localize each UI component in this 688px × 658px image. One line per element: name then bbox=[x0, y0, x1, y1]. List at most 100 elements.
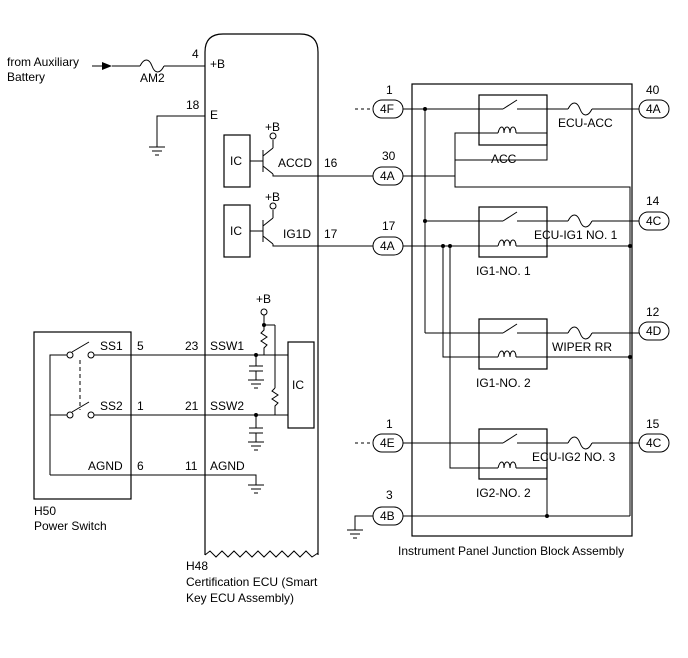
svg-text:14: 14 bbox=[646, 194, 660, 208]
ecu-pin-4: 4 bbox=[192, 47, 199, 61]
pullup-resistor-1-icon bbox=[260, 325, 268, 355]
switch-ss2-label: SS2 bbox=[100, 399, 123, 413]
accd-wire bbox=[272, 174, 373, 177]
switch-ss1-pin: 5 bbox=[137, 339, 144, 353]
switch-ss2-pin: 1 bbox=[137, 399, 144, 413]
relay-ig2-no2-label: IG2-NO. 2 bbox=[476, 486, 531, 500]
e-ground-wire bbox=[156, 115, 205, 147]
fuse-ecu-ig2-no3-icon bbox=[567, 436, 593, 450]
fuse-wiper-rr-icon bbox=[567, 326, 593, 340]
svg-text:4A: 4A bbox=[380, 239, 395, 253]
ic-switch-input-label: IC bbox=[292, 378, 304, 392]
ecu-break-mark bbox=[204, 550, 319, 558]
ground-icon bbox=[347, 529, 363, 539]
ecu-pin-e: E bbox=[210, 108, 218, 122]
svg-text:17: 17 bbox=[382, 219, 396, 233]
svg-text:4E: 4E bbox=[380, 436, 395, 450]
connector-4c-14: 4C 14 bbox=[638, 194, 670, 231]
power-switch-code: H50 bbox=[34, 504, 56, 518]
relay-ig1-no2-contact-icon bbox=[502, 323, 518, 334]
connector-4b: 4B 3 bbox=[372, 488, 404, 526]
fuse-ecu-ig1-no1-icon bbox=[567, 214, 593, 228]
fuse-am2-icon bbox=[139, 59, 165, 73]
ig1d-wire bbox=[272, 244, 373, 247]
relay-acc-coil-icon bbox=[497, 126, 517, 134]
ecu-pin-16: 16 bbox=[324, 156, 338, 170]
ecu-pin-17: 17 bbox=[324, 227, 338, 241]
power-switch-desc: Power Switch bbox=[34, 519, 107, 533]
svg-text:1: 1 bbox=[386, 83, 393, 97]
ecu-pin-18: 18 bbox=[186, 98, 200, 112]
relay-ig2-no2 bbox=[478, 428, 548, 480]
4b-ground-wire bbox=[354, 515, 373, 530]
switch-ss1-label: SS1 bbox=[100, 339, 123, 353]
switch-agnd-pin: 6 bbox=[137, 459, 144, 473]
relay-ig1-no1-label: IG1-NO. 1 bbox=[476, 264, 531, 278]
arrow-icon bbox=[102, 62, 112, 70]
relay-ig2-no2-contact-icon bbox=[502, 433, 518, 444]
relay-acc-label: ACC bbox=[491, 152, 517, 166]
junction-block-body bbox=[411, 83, 633, 537]
connector-4a-40: 4A 40 bbox=[638, 83, 670, 119]
switch-common-wire bbox=[49, 354, 67, 475]
fuse-ecu-ig2-no3-label: ECU-IG2 NO. 3 bbox=[532, 450, 616, 464]
ecu-pin-plusb: +B bbox=[210, 57, 225, 71]
connector-4c-15: 4C 15 bbox=[638, 417, 670, 453]
svg-text:4D: 4D bbox=[646, 324, 662, 338]
svg-text:40: 40 bbox=[646, 83, 660, 97]
svg-text:30: 30 bbox=[382, 149, 396, 163]
ground-icon bbox=[149, 146, 165, 156]
ic-ig1d-label: IC bbox=[230, 224, 242, 238]
pullup-resistor-2-icon bbox=[271, 387, 279, 415]
ecu-pin-ig1d: IG1D bbox=[283, 227, 311, 241]
relay-ig1-no1 bbox=[478, 206, 548, 258]
ecu-pin-21: 21 bbox=[185, 399, 199, 413]
switch-ss2-contact-icon bbox=[71, 401, 90, 413]
switch-agnd-label: AGND bbox=[88, 459, 123, 473]
ecu-pin-23: 23 bbox=[185, 339, 199, 353]
svg-text:3: 3 bbox=[386, 488, 393, 502]
svg-text:4B: 4B bbox=[380, 509, 395, 523]
connector-4a-17: 4A 17 bbox=[372, 219, 404, 256]
source-label-line2: Battery bbox=[7, 70, 45, 84]
fuse-am2-label: AM2 bbox=[140, 71, 165, 85]
relay-ig1-no2-label: IG1-NO. 2 bbox=[476, 376, 531, 390]
battery-source: from Auxiliary Battery AM2 bbox=[7, 55, 205, 85]
plusb-terminal-icon bbox=[260, 308, 268, 316]
svg-text:4A: 4A bbox=[646, 102, 661, 116]
ecu-pin-ssw2: SSW2 bbox=[210, 399, 244, 413]
ecu-pullup-plusb: +B bbox=[256, 292, 271, 306]
svg-text:4F: 4F bbox=[380, 102, 394, 116]
connector-4a-30: 4A 30 bbox=[372, 149, 404, 186]
ecu-pin-agnd: AGND bbox=[210, 459, 245, 473]
svg-text:4A: 4A bbox=[380, 169, 395, 183]
ecu-pin-accd: ACCD bbox=[278, 156, 312, 170]
relay-acc-contact-icon bbox=[502, 99, 518, 110]
switch-ss1-contact-icon bbox=[71, 341, 90, 353]
ecu-desc-line2: Key ECU Assembly) bbox=[186, 591, 294, 605]
svg-text:4C: 4C bbox=[646, 436, 662, 450]
relay-acc bbox=[478, 94, 548, 146]
ecu-code: H48 bbox=[186, 559, 208, 573]
ecu-pin-11: 11 bbox=[185, 459, 198, 473]
ecu-body bbox=[204, 33, 319, 555]
capacitor-2-icon bbox=[248, 427, 264, 451]
connector-4d: 4D 12 bbox=[638, 305, 670, 341]
svg-text:4C: 4C bbox=[646, 214, 662, 228]
fuse-ecu-acc-label: ECU-ACC bbox=[558, 116, 613, 130]
fuse-ecu-ig1-no1-label: ECU-IG1 NO. 1 bbox=[534, 228, 618, 242]
agnd-ground-wire bbox=[205, 474, 257, 485]
ic-accd-label: IC bbox=[230, 154, 242, 168]
ecu-accd-plusb: +B bbox=[265, 120, 280, 134]
svg-text:1: 1 bbox=[386, 417, 393, 431]
fuse-wiper-rr-label: WIPER RR bbox=[552, 340, 612, 354]
junction-block-label: Instrument Panel Junction Block Assembly bbox=[398, 544, 624, 558]
source-label-line1: from Auxiliary bbox=[7, 55, 79, 69]
svg-text:12: 12 bbox=[646, 305, 660, 319]
ground-icon bbox=[248, 484, 264, 494]
relay-ig2-no2-coil-icon bbox=[497, 461, 517, 469]
ecu-pin-ssw1: SSW1 bbox=[210, 339, 244, 353]
relay-ig1-no2 bbox=[478, 318, 548, 370]
svg-text:15: 15 bbox=[646, 417, 660, 431]
